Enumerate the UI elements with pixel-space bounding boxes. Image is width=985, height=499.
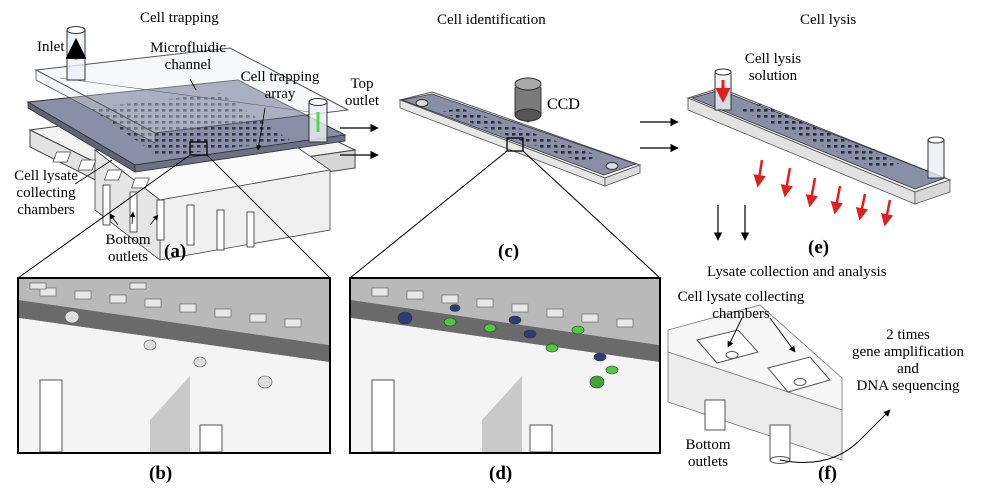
label-bottom-outlets-a: Bottom outlets [105, 232, 151, 265]
heading-cell-lysis: Cell lysis [800, 12, 857, 28]
label-top-outlet: Top outlet [344, 76, 380, 109]
chamber-closeup-f [667, 304, 891, 464]
label-cell-lysate-collecting-chambers-a: Cell lysate collecting chambers [14, 168, 78, 218]
label-microfluidic-channel: Microfluidic channel [150, 40, 226, 73]
heading-cell-identification: Cell identification [437, 12, 546, 28]
ccd-camera-icon [514, 77, 542, 123]
zoom-panel-d [349, 277, 661, 454]
zoom-panel-b [17, 277, 331, 454]
heading-lysate-collection: Lysate collection and analysis [707, 264, 887, 280]
panel-label-e: (e) [808, 237, 830, 258]
label-bottom-outlets-f: Bottom outlets [685, 437, 731, 470]
label-cell-trapping-array: Cell trapping array [240, 69, 320, 102]
device-a [17, 26, 357, 279]
panel-label-b: (b) [149, 463, 173, 484]
label-analysis-steps: 2 times gene amplification and DNA seque… [851, 327, 965, 394]
heading-cell-trapping: Cell trapping [140, 10, 219, 26]
label-inlet: Inlet [37, 39, 65, 55]
label-ccd: CCD [547, 96, 580, 113]
label-cell-lysis-solution: Cell lysis solution [744, 51, 802, 84]
panel-label-f: (f) [818, 463, 837, 484]
device-e [686, 68, 952, 227]
panel-label-a: (a) [164, 241, 187, 262]
panel-label-d: (d) [489, 463, 513, 484]
device-c [349, 77, 661, 279]
label-cell-lysate-collecting-chambers-f: Cell lysate collecting chambers [677, 289, 805, 322]
panel-label-c: (c) [498, 241, 520, 262]
